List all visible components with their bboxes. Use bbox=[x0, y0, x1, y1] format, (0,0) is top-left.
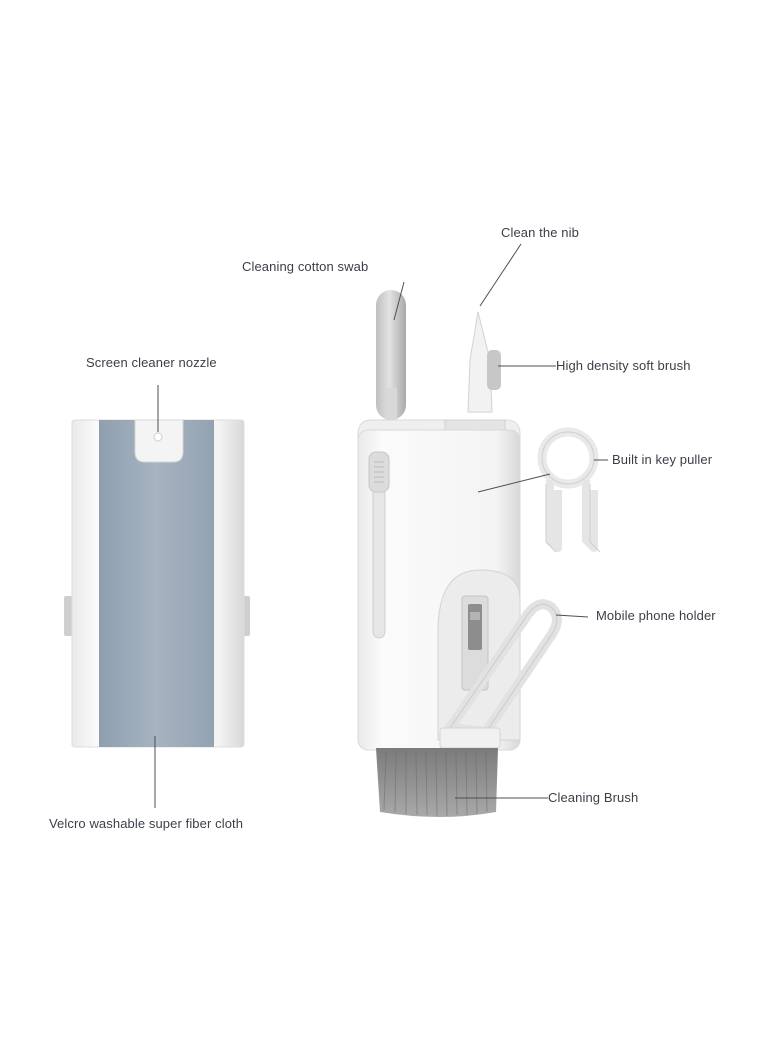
key-puller bbox=[537, 427, 601, 553]
label-nozzle: Screen cleaner nozzle bbox=[86, 355, 217, 370]
leader-cotton-swab bbox=[393, 281, 405, 321]
brush-head bbox=[439, 727, 501, 749]
cleaning-bristles bbox=[376, 748, 498, 817]
label-cleaning-brush: Cleaning Brush bbox=[548, 790, 639, 805]
soft-brush-tip bbox=[487, 350, 501, 390]
spray-cloth-unit bbox=[64, 419, 250, 748]
label-clean-nib: Clean the nib bbox=[501, 225, 579, 240]
leader-lines bbox=[154, 243, 608, 808]
label-fiber-cloth: Velcro washable super fiber cloth bbox=[49, 816, 244, 831]
cleaning-tool bbox=[357, 290, 562, 817]
leader-nib bbox=[479, 243, 522, 307]
leader-key-puller-inner bbox=[477, 473, 551, 493]
label-key-puller: Built in key puller bbox=[612, 452, 713, 467]
nozzle-hole bbox=[153, 432, 163, 442]
label-soft-brush: High density soft brush bbox=[556, 358, 691, 373]
leader-phone-holder bbox=[555, 614, 589, 618]
fiber-cloth-panel bbox=[99, 420, 214, 747]
swab-stem bbox=[385, 388, 397, 428]
cotton-swab bbox=[376, 290, 406, 420]
holder-latch bbox=[468, 604, 482, 650]
label-phone-holder: Mobile phone holder bbox=[596, 608, 716, 623]
label-cotton-swab: Cleaning cotton swab bbox=[242, 259, 369, 274]
